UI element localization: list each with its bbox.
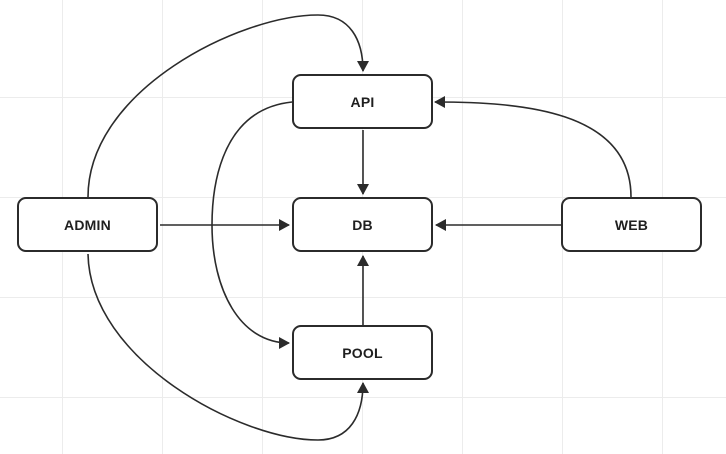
edge-web-to-api bbox=[434, 96, 632, 198]
node-db[interactable]: DB bbox=[292, 197, 433, 252]
edge-admin-to-pool bbox=[87, 253, 369, 441]
node-web-label: WEB bbox=[614, 216, 649, 233]
node-api-label: API bbox=[350, 93, 375, 110]
node-admin[interactable]: ADMIN bbox=[17, 197, 158, 252]
node-admin-label: ADMIN bbox=[64, 216, 111, 233]
node-pool-label: POOL bbox=[342, 344, 383, 361]
edge-admin-to-api bbox=[87, 14, 369, 198]
node-api[interactable]: API bbox=[292, 74, 433, 129]
edge-api-to-pool bbox=[211, 101, 293, 349]
node-db-label: DB bbox=[352, 216, 373, 233]
node-web[interactable]: WEB bbox=[561, 197, 702, 252]
node-pool[interactable]: POOL bbox=[292, 325, 433, 380]
